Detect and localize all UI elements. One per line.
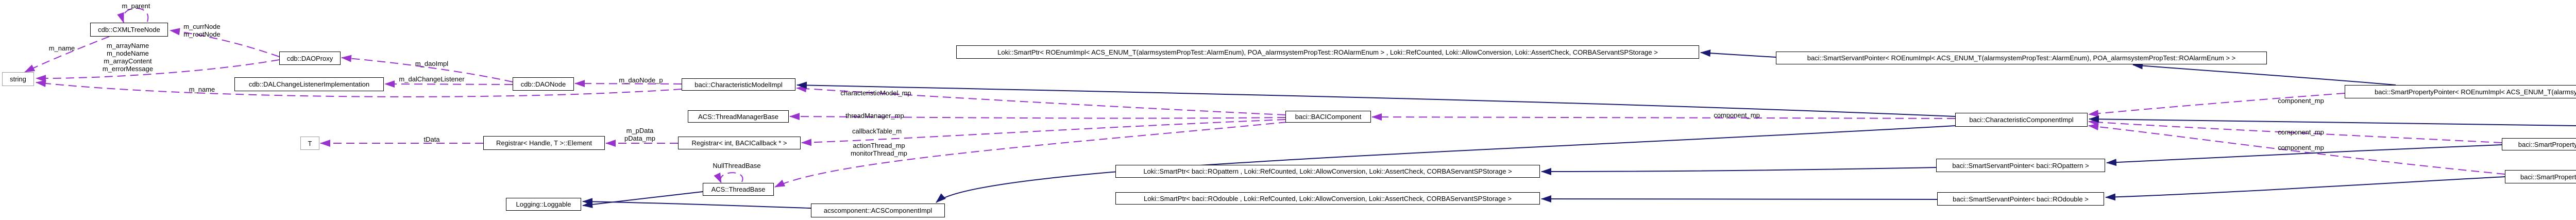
node-dalchangelistener[interactable]: cdb::DALChangeListenerImplementation	[234, 77, 384, 91]
edge-label-charmodelimpl-to-daonode: m_daoNode_p	[619, 76, 663, 84]
node-t[interactable]: T	[300, 137, 319, 150]
node-daoproxy[interactable]: cdb::DAOProxy	[279, 52, 341, 65]
node-smartproperty-roenum[interactable]: baci::SmartPropertyPointer< ROEnumImpl< …	[2345, 85, 2576, 98]
edge-cxmltreenode-to-cxmltreenode	[117, 8, 149, 23]
edge-daoproxy-to-string	[36, 59, 280, 82]
edge-label-bacicomponent-to-threadbase: actionThread_mp monitorThread_mp	[851, 142, 907, 157]
edge-bacipproptest-to-charcomponentimpl	[2089, 115, 2576, 127]
node-loki-smartptr-rodouble[interactable]: Loki::SmartPtr< baci::ROdouble , Loki::R…	[1115, 192, 1540, 205]
edge-label-daonode-to-dalchangelistener: m_dalChangeListener	[399, 75, 465, 83]
edge-label-bacicomponent-to-threadmanagerbase: threadManager_mp	[845, 112, 904, 120]
node-charcomponentimpl[interactable]: baci::CharacteristicComponentImpl	[1955, 113, 2088, 127]
edge-label-daoproxy-to-cxmltreenode: m_currNode m_rootNode	[183, 23, 221, 38]
edge-label-registrar-element-to-t: tData	[423, 136, 440, 143]
node-smartproperty-ropattern[interactable]: baci::SmartPropertyPointer< baci::ROpatt…	[2502, 138, 2576, 150]
node-daonode[interactable]: cdb::DAONode	[513, 77, 574, 91]
edge-bacicomponent-to-threadmanagerbase	[789, 113, 1286, 121]
edge-bacicomponent-to-charmodelimpl	[796, 85, 1286, 115]
edge-label-cxmltreenode-to-cxmltreenode: m_parent	[122, 2, 150, 10]
edge-label-daoproxy-to-string: m_arrayName m_nodeName m_arrayContent m_…	[102, 42, 154, 73]
edge-daonode-to-daoproxy	[341, 55, 513, 82]
node-smartservant-roenum[interactable]: baci::SmartServantPointer< ROEnumImpl< A…	[1776, 52, 2267, 64]
node-smartproperty-rodouble[interactable]: baci::SmartPropertyPointer< baci::ROdoub…	[2505, 170, 2576, 183]
edge-label-smartproperty-rodouble-to-charcomponentimpl: component_mp	[2278, 144, 2324, 151]
edge-threadbase-to-threadbase	[714, 172, 743, 183]
node-string[interactable]: string	[2, 72, 34, 86]
node-smartservant-rodouble[interactable]: baci::SmartServantPointer< baci::ROdoubl…	[1937, 192, 2104, 206]
edge-bacicomponent-to-threadbase	[774, 122, 1287, 188]
edge-label-smartproperty-roenum-to-charcomponentimpl: component_mp	[2278, 97, 2324, 105]
edge-charcomponentimpl-to-acscomponentimpl	[936, 125, 1956, 203]
node-bacicomponent[interactable]: baci::BACIComponent	[1285, 111, 1371, 123]
edge-charcomponentimpl-to-bacicomponent	[1371, 113, 1956, 121]
node-loki-smartptr-roenum[interactable]: Loki::SmartPtr< ROEnumImpl< ACS_ENUM_T(a…	[956, 45, 1699, 59]
node-cxmltreenode[interactable]: cdb::CXMLTreeNode	[90, 23, 168, 37]
edge-label-bacicomponent-to-charmodelimpl: characteristicModel_mp	[840, 89, 911, 97]
node-threadmanagerbase[interactable]: ACS::ThreadManagerBase	[688, 110, 789, 123]
edge-smartproperty-ropattern-to-charcomponentimpl	[2088, 119, 2502, 143]
edge-charcomponentimpl-to-charmodelimpl	[796, 81, 1956, 117]
node-smartservant-ropattern[interactable]: baci::SmartServantPointer< baci::ROpatte…	[1936, 159, 2105, 172]
node-loki-smartptr-ropattern[interactable]: Loki::SmartPtr< baci::ROpattern , Loki::…	[1115, 165, 1540, 178]
edge-label-smartproperty-ropattern-to-charcomponentimpl: component_mp	[2278, 128, 2324, 136]
edge-smartproperty-ropattern-to-smartservant-ropattern	[2106, 144, 2502, 166]
edge-label-registrar-int-to-registrar-element: m_pData pData_mp	[624, 127, 655, 142]
edge-label-charcomponentimpl-to-bacicomponent: component_mp	[1714, 111, 1760, 119]
node-charmodelimpl[interactable]: baci::CharacteristicModelImpl	[682, 78, 795, 91]
node-registrar-int[interactable]: Registrar< int, BACICallback * >	[678, 137, 801, 149]
edge-daoproxy-to-cxmltreenode	[170, 28, 280, 57]
edge-smartproperty-rodouble-to-charcomponentimpl	[2088, 123, 2505, 175]
edge-smartproperty-roenum-to-charcomponentimpl	[2088, 93, 2345, 117]
edge-cxmltreenode-to-string	[24, 36, 110, 73]
node-registrar-element[interactable]: Registrar< Handle, T >::Element	[483, 136, 605, 150]
edge-smartservant-roenum-to-loki-smartptr-roenum	[1700, 49, 1776, 58]
edge-charmodelimpl-to-string	[36, 80, 682, 97]
edge-label-daonode-to-daoproxy: m_daoImpl	[415, 60, 449, 67]
edge-label-threadbase-to-threadbase: NullThreadBase	[713, 162, 761, 170]
edge-threadbase-to-loggable	[582, 191, 703, 208]
edge-smartservant-ropattern-to-loki-smartptr-ropattern	[1541, 167, 1937, 175]
node-threadbase[interactable]: ACS::ThreadBase	[703, 183, 774, 196]
node-loggable[interactable]: Logging::Loggable	[506, 198, 581, 211]
node-acscomponentimpl[interactable]: acscomponent::ACSComponentImpl	[811, 204, 945, 217]
edge-charmodelimpl-to-daonode	[574, 80, 682, 88]
edge-smartproperty-rodouble-to-smartservant-rodouble	[2105, 176, 2505, 201]
edge-label-charmodelimpl-to-string: m_name	[189, 86, 215, 93]
edge-label-bacicomponent-to-registrar-int: callbackTable_m	[852, 127, 902, 135]
edge-acscomponentimpl-to-loggable	[582, 198, 811, 209]
edge-label-cxmltreenode-to-string: m_name	[48, 44, 75, 52]
edge-smartproperty-roenum-to-smartservant-roenum	[2132, 62, 2396, 86]
